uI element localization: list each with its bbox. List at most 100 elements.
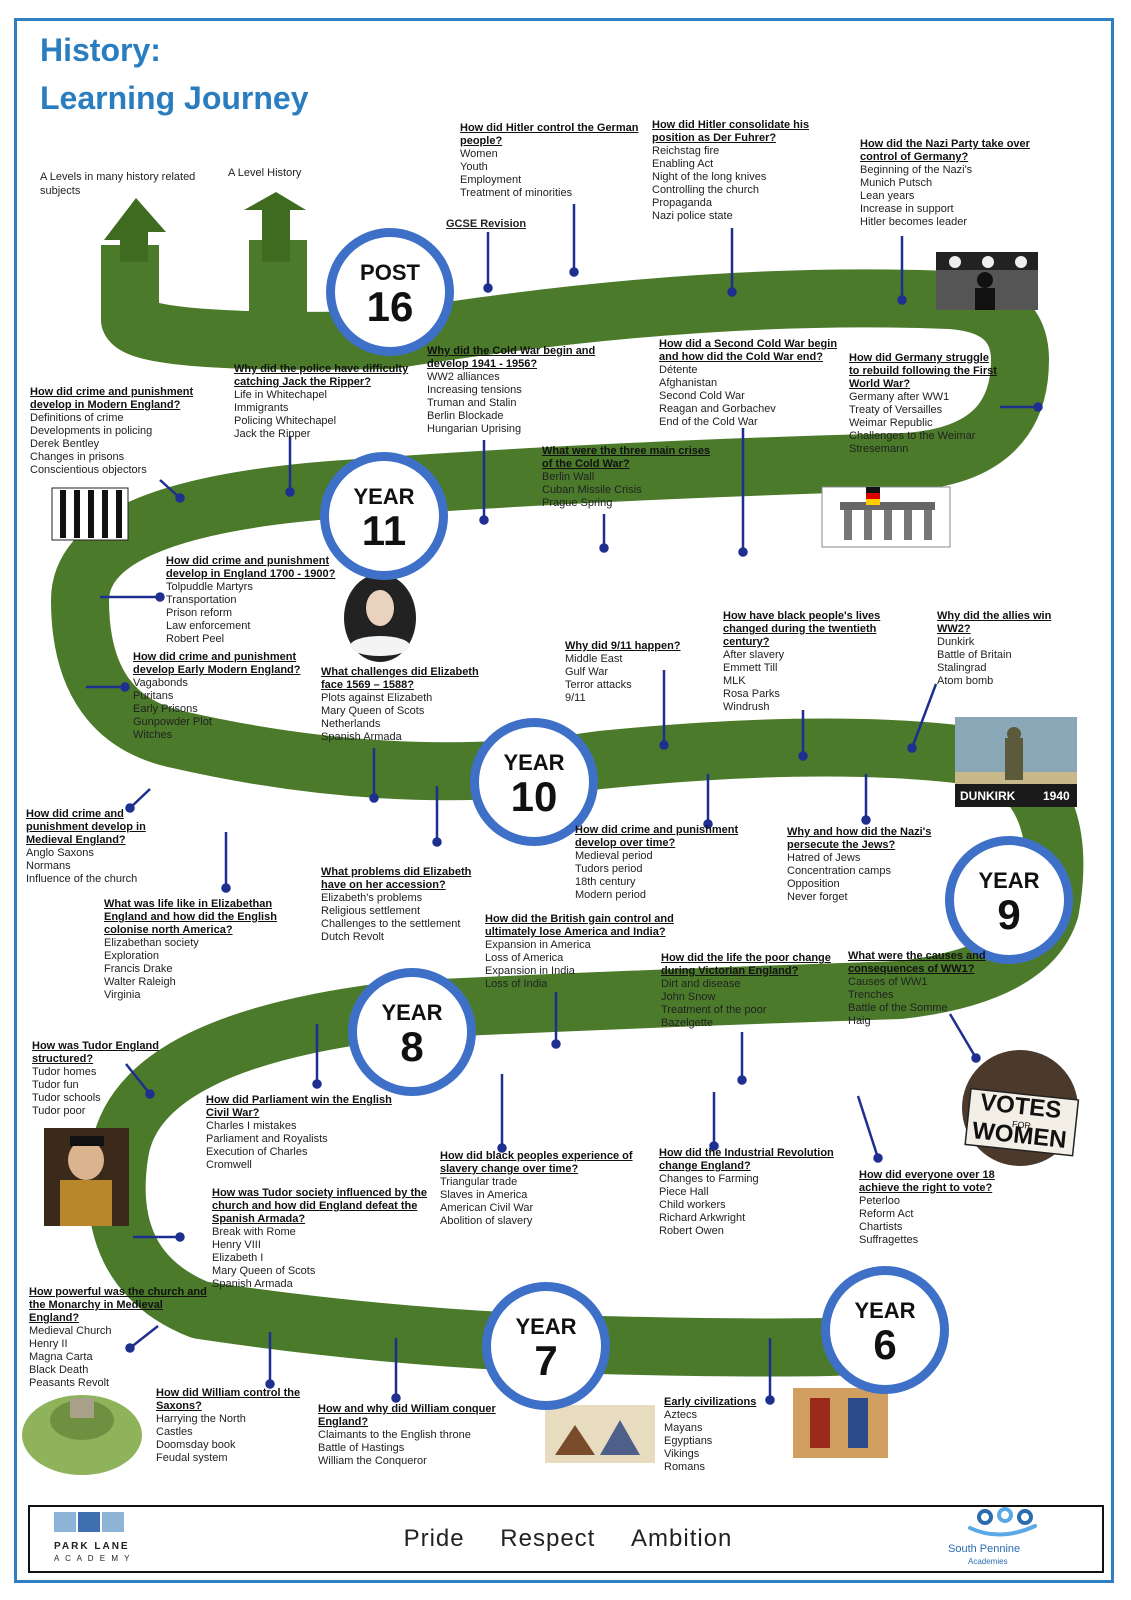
topic-question: How did crime and punishment develop Ear… <box>133 651 301 676</box>
topic-item: MLK <box>723 675 746 687</box>
topic-item: 9/11 <box>565 692 586 704</box>
connector-dot <box>737 1075 747 1085</box>
topic-jack-ripper: Why did the police have difficulty catch… <box>234 363 414 441</box>
topic-item: Dunkirk <box>937 636 975 648</box>
topic-item: Expansion in India <box>485 965 575 977</box>
topic-question: What were the three main crises of the C… <box>542 445 711 470</box>
topic-nazi-takeover: How did the Nazi Party take over control… <box>860 138 1040 229</box>
topic-item: Night of the long knives <box>652 171 767 183</box>
topic-item: Treatment of minorities <box>460 187 573 199</box>
topic-slavery: How did black peoples experience of slav… <box>440 1150 640 1228</box>
connector-dot <box>369 793 379 803</box>
connector-lines <box>86 204 1043 1405</box>
footer: Pride Respect Ambition PARK LANE A C A D… <box>28 1505 1104 1573</box>
topic-question: How did Hitler consolidate his position … <box>652 119 810 144</box>
image-prison-bars <box>51 487 129 541</box>
topic-item: Increase in support <box>860 203 954 215</box>
topic-item: Challenges to the Weimar <box>849 430 976 442</box>
connector-dot <box>738 547 748 557</box>
topic-item: Battle of the Somme <box>848 1002 948 1014</box>
topic-item: Triangular trade <box>440 1176 518 1188</box>
topic-question: How did a Second Cold War begin and how … <box>659 338 838 363</box>
topic-item: Propaganda <box>652 197 712 209</box>
topic-item: Increasing tensions <box>427 384 522 396</box>
topic-item: Second Cold War <box>659 390 745 402</box>
topic-item: Walter Raleigh <box>104 976 176 988</box>
connector-dot <box>120 682 130 692</box>
connector-line <box>910 683 938 749</box>
topic-hitler-control: How did Hitler control the German people… <box>460 122 640 200</box>
topic-question: How did crime and punishment develop ove… <box>575 824 739 849</box>
topic-item: Suffragettes <box>859 1234 919 1246</box>
topic-question: Why did 9/11 happen? <box>565 640 681 652</box>
topic-elizabeth-challenges: What challenges did Elizabeth face 1569 … <box>321 666 486 744</box>
gcse-revision-label: GCSE Revision <box>446 218 527 230</box>
topic-item: Egyptians <box>664 1435 713 1447</box>
topic-item: Break with Rome <box>212 1226 296 1238</box>
topic-item: Vagabonds <box>133 677 188 689</box>
topic-item: Elizabeth's problems <box>321 892 423 904</box>
topic-item: Hitler becomes leader <box>860 216 967 228</box>
topic-question: How and why did William conquer England? <box>318 1403 496 1428</box>
topic-item: Slaves in America <box>440 1189 528 1201</box>
topic-question: How did crime and punishment develop in … <box>26 808 146 846</box>
up-arrows <box>104 192 306 262</box>
topic-item: Women <box>460 148 498 160</box>
topic-question: How did the life the poor change during … <box>661 952 831 977</box>
topic-item: Plots against Elizabeth <box>321 692 433 704</box>
connector-dot <box>175 1232 185 1242</box>
topic-item: Anglo Saxons <box>26 847 94 859</box>
topic-item: Peterloo <box>859 1195 900 1207</box>
topic-item: Aztecs <box>664 1409 698 1421</box>
topic-question: How did Hitler control the German people… <box>460 122 639 147</box>
topic-item: Battle of Hastings <box>318 1442 405 1454</box>
topic-question: How have black people's lives changed du… <box>723 610 881 648</box>
topic-item: Enabling Act <box>652 158 714 170</box>
page-title-line2: Learning Journey <box>40 80 309 116</box>
topic-item: Truman and Stalin <box>427 397 517 409</box>
topic-item: Mary Queen of Scots <box>321 705 425 717</box>
topic-item: Gulf War <box>565 666 608 678</box>
topic-item: Robert Owen <box>659 1225 724 1237</box>
topic-question: Why and how did the Nazi's persecute the… <box>787 826 932 851</box>
topic-item: Charles I mistakes <box>206 1120 297 1132</box>
topic-item: After slavery <box>723 649 785 661</box>
topic-question: What were the causes and consequences of… <box>848 950 986 975</box>
topic-item: Reagan and Gorbachev <box>659 403 776 415</box>
topic-item: Tudor fun <box>32 1079 79 1091</box>
topic-question: Why did the allies win WW2? <box>937 610 1052 635</box>
topic-item: John Snow <box>661 991 716 1003</box>
topic-item: Employment <box>460 174 522 186</box>
topic-item: Child workers <box>659 1199 726 1211</box>
connector-dot <box>599 543 609 553</box>
topic-item: Modern period <box>575 889 646 901</box>
topic-item: Cromwell <box>206 1159 252 1171</box>
topic-question: Why did the police have difficulty catch… <box>234 363 409 388</box>
topic-item: Changes in prisons <box>30 451 125 463</box>
topic-item: Weimar Republic <box>849 417 933 429</box>
connector-dot <box>1033 402 1043 412</box>
image-castle <box>22 1395 142 1475</box>
topic-item: WW2 alliances <box>427 371 500 383</box>
topic-item: Piece Hall <box>659 1186 709 1198</box>
topic-item: Tudors period <box>575 863 643 875</box>
topic-item: Henry VIII <box>212 1239 261 1251</box>
topic-item: Lean years <box>860 190 915 202</box>
image-nazi-rally <box>936 252 1038 310</box>
topic-crime-medieval: How did crime and punishment develop in … <box>26 808 176 886</box>
connector-dot <box>709 1141 719 1151</box>
topic-question: How did Germany struggle to rebuild foll… <box>849 352 997 390</box>
topic-elizabethan-life: What was life like in Elizabethan Englan… <box>104 898 294 1002</box>
topic-item: Conscientious objectors <box>30 464 147 476</box>
topic-item: Beginning of the Nazi's <box>860 164 973 176</box>
topic-item: Treatment of the poor <box>661 1004 767 1016</box>
topic-item: Chartists <box>859 1221 903 1233</box>
topic-item: Harrying the North <box>156 1413 246 1425</box>
topic-question: How did black peoples experience of slav… <box>440 1150 633 1175</box>
topic-item: Rosa Parks <box>723 688 780 700</box>
arrow-up-icon <box>244 192 306 262</box>
